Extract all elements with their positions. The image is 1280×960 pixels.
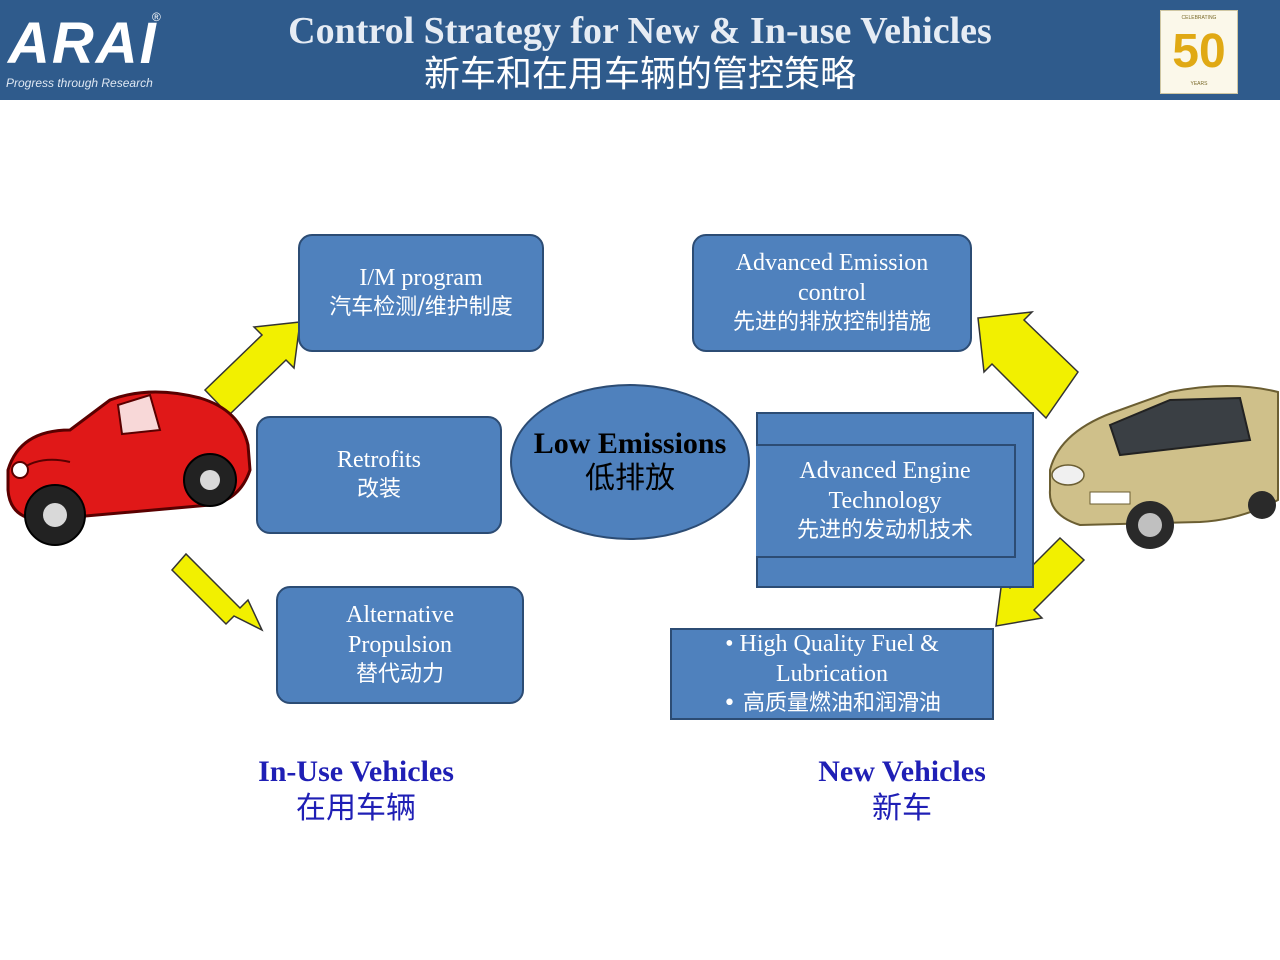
im-program-box: I/M program 汽车检测/维护制度: [298, 234, 544, 352]
low-emissions-label-zh: 低排放: [585, 461, 675, 496]
fuel-lubrication-label-en-2: Lubrication: [776, 661, 888, 687]
advanced-emission-label-zh: 先进的排放控制措施: [732, 310, 931, 335]
alternative-propulsion-box: Alternative Propulsion 替代动力: [276, 586, 524, 704]
arrow-to-advanced-emission: [977, 311, 1079, 420]
low-emissions-label-en: Low Emissions: [533, 427, 727, 460]
arrow-to-alternative-propulsion: [170, 552, 264, 632]
im-program-label-en: I/M program: [359, 265, 483, 291]
page-title-zh: 新车和在用车辆的管控策略: [423, 54, 856, 95]
alternative-propulsion-label-en-2: Propulsion: [347, 632, 452, 658]
advanced-emission-label-en-2: control: [798, 280, 866, 306]
advanced-emission-label-en-1: Advanced Emission: [735, 250, 929, 276]
registered-mark: ®: [152, 10, 161, 24]
in-use-vehicles-label-en: In-Use Vehicles: [258, 755, 454, 788]
alternative-propulsion-label-zh: 替代动力: [355, 662, 444, 687]
badge-bottom-text: YEARS: [1190, 81, 1208, 87]
new-vehicles-label-en: New Vehicles: [818, 755, 986, 788]
badge-top-text: CELEBRATING: [1181, 15, 1217, 21]
page-title-en: Control Strategy for New & In-use Vehicl…: [288, 10, 992, 52]
im-program-label-zh: 汽车检测/维护制度: [329, 295, 513, 320]
red-car-illustration: [6, 390, 252, 546]
low-emissions-ellipse: Low Emissions 低排放: [510, 384, 750, 540]
arrow-to-im-program: [203, 321, 301, 417]
retrofits-label-zh: 改装: [356, 477, 401, 502]
advanced-engine-label-en-1: Advanced Engine: [799, 458, 971, 484]
retrofits-box: Retrofits 改装: [256, 416, 502, 534]
fuel-lubrication-box: • High Quality Fuel & Lubrication • 高质量燃…: [670, 628, 994, 720]
header-bar: ARAI ® Progress through Research Control…: [0, 0, 1280, 100]
anniversary-badge: CELEBRATING 50 YEARS: [1160, 10, 1238, 94]
new-vehicles-label-zh: 新车: [872, 791, 932, 826]
advanced-engine-label-zh: 先进的发动机技术: [796, 518, 973, 543]
badge-number: 50: [1172, 25, 1226, 78]
new-vehicles-caption: New Vehicles 新车: [772, 754, 1032, 828]
advanced-emission-box: Advanced Emission control 先进的排放控制措施: [692, 234, 972, 352]
in-use-vehicles-caption: In-Use Vehicles 在用车辆: [216, 754, 496, 828]
fuel-lubrication-label-zh: • 高质量燃油和润滑油: [723, 691, 941, 716]
arai-logo: ARAI: [8, 11, 158, 76]
gold-car-illustration: [1048, 385, 1279, 549]
fuel-lubrication-label-en-1: • High Quality Fuel &: [725, 631, 939, 657]
arrow-to-fuel-lubrication: [995, 536, 1086, 627]
logo-tagline: Progress through Research: [6, 76, 153, 90]
advanced-engine-box: Advanced Engine Technology 先进的发动机技术: [756, 444, 1016, 558]
in-use-vehicles-label-zh: 在用车辆: [296, 791, 416, 826]
alternative-propulsion-label-en-1: Alternative: [346, 602, 454, 628]
retrofits-label-en: Retrofits: [337, 447, 421, 473]
advanced-engine-label-en-2: Technology: [828, 488, 942, 514]
